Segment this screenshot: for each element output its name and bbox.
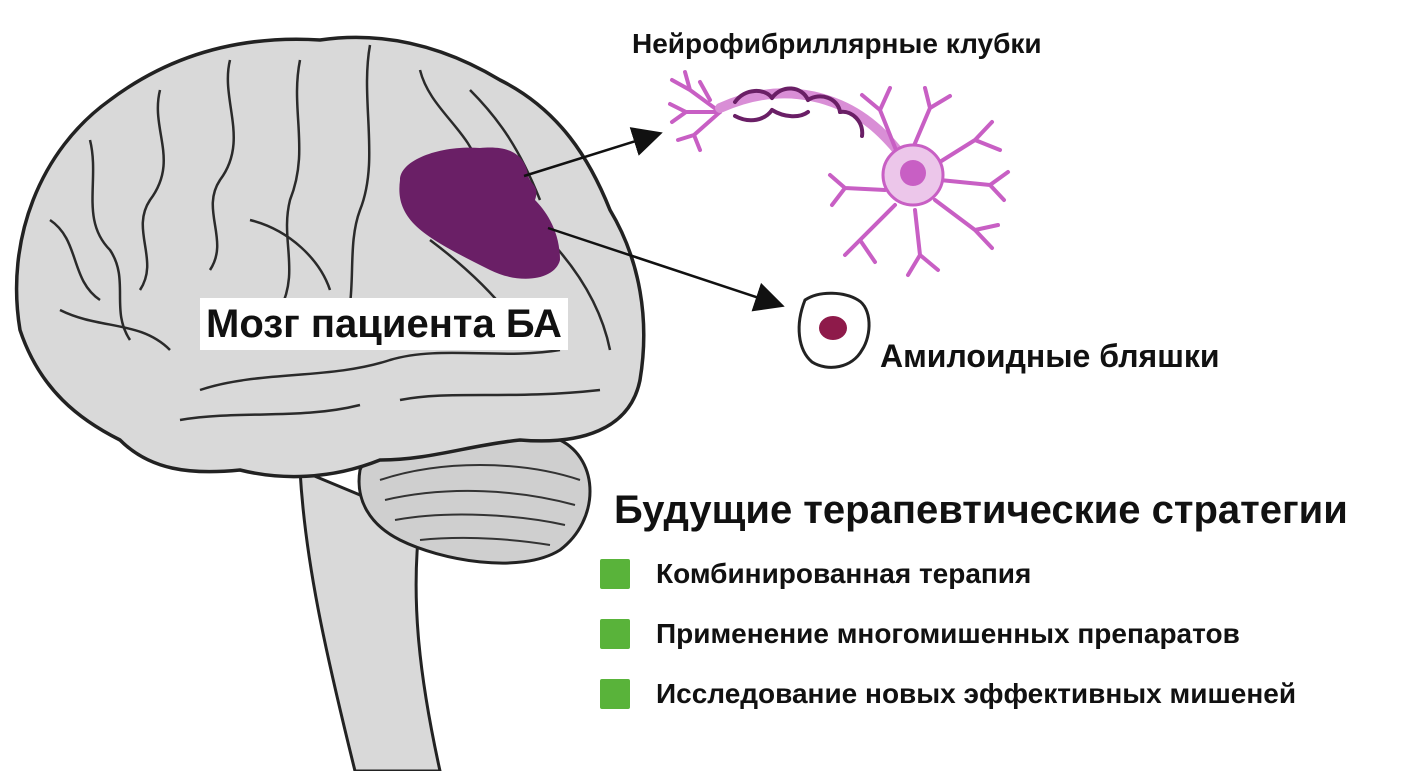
neuron-illustration [668, 70, 1010, 277]
strategies-title: Будущие терапевтические стратегии [614, 488, 1348, 532]
brain-label: Мозг пациента БА [200, 298, 568, 350]
strategy-marker-icon [600, 619, 630, 649]
affected-region [399, 147, 560, 279]
strategy-label: Исследование новых эффективных мишеней [656, 678, 1297, 709]
tangles-label: Нейрофибриллярные клубки [632, 28, 1042, 59]
strategy-marker-icon [600, 559, 630, 589]
arrow-to-plaques [547, 226, 785, 312]
brain-cerebrum [14, 35, 646, 479]
brain-stem [298, 467, 442, 771]
strategy-item: Комбинированная терапия [600, 554, 1031, 594]
strategy-item: Применение многомишенных препаратов [600, 614, 1240, 654]
plaques-label: Амилоидные бляшки [880, 338, 1220, 374]
arrow-to-tangles [523, 127, 663, 178]
cerebellum-folds [379, 464, 581, 546]
plaque-core [819, 316, 847, 340]
strategy-marker-icon [600, 679, 630, 709]
strategy-item: Исследование новых эффективных мишеней [600, 674, 1296, 714]
strategy-label: Применение многомишенных препаратов [656, 618, 1240, 649]
neuron-nucleus [900, 160, 926, 186]
strategy-label: Комбинированная терапия [656, 558, 1032, 589]
